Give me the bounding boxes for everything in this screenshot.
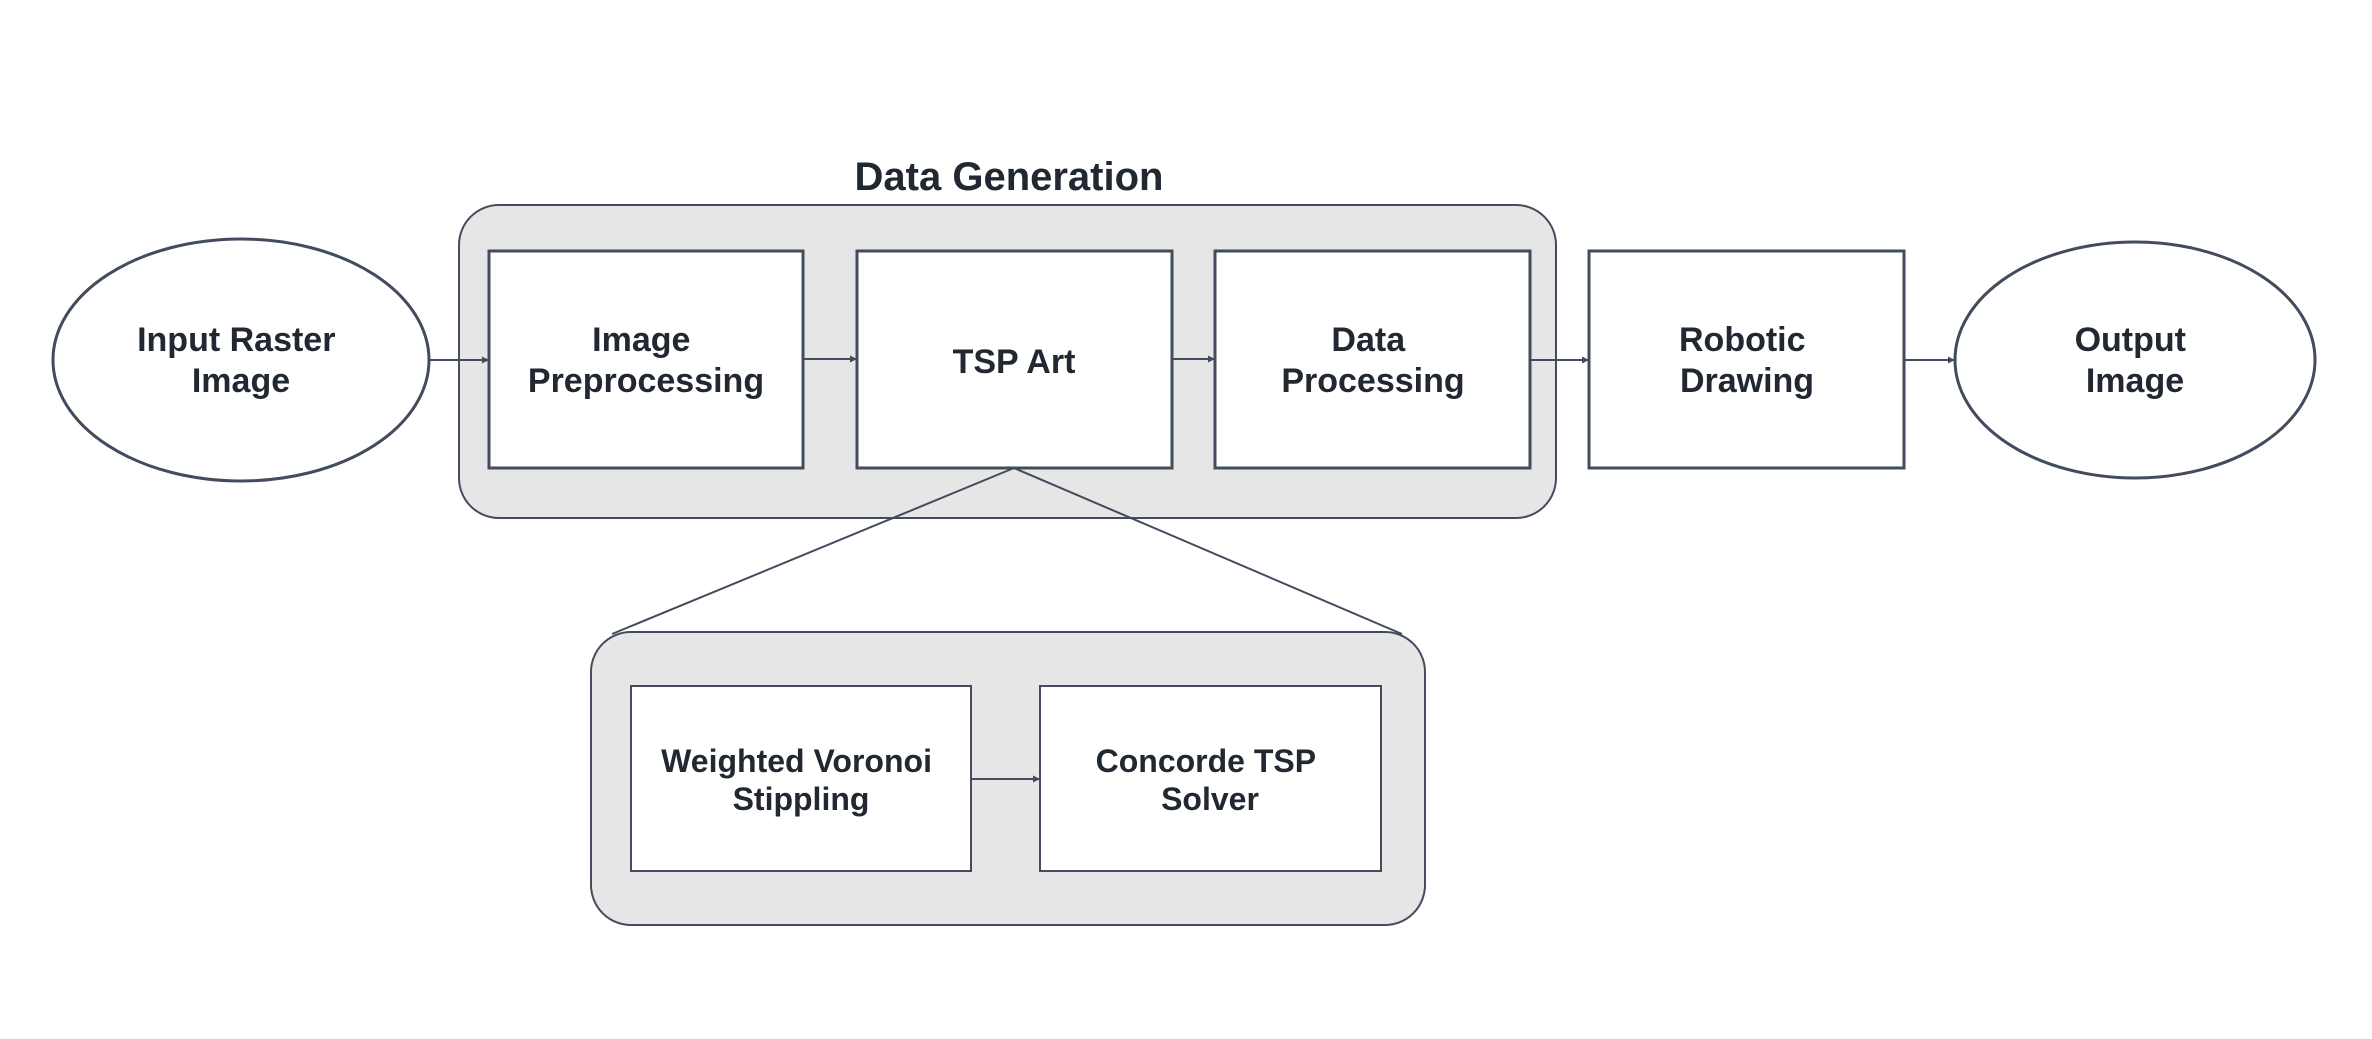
- zoom-line-left: [611, 467, 1015, 635]
- preprocessing-label-line1: Image: [592, 321, 690, 359]
- output-label-line1: Output: [2075, 321, 2186, 359]
- input-label-line1: Input Raster: [137, 321, 335, 359]
- preprocessing-label-line2: Preprocessing: [528, 362, 764, 400]
- concorde-label-line1: Concorde TSP: [1096, 743, 1316, 779]
- data-processing-node: Data Processing: [1213, 249, 1532, 470]
- concorde-tsp-solver-node: Concorde TSP Solver: [1039, 685, 1382, 872]
- svg-text:Output Image: Output Image: [2075, 321, 2196, 400]
- svg-text:Input Raster Image: Input Raster Image: [137, 321, 345, 400]
- robotic-drawing-label-line1: Robotic: [1679, 321, 1806, 359]
- svg-text:Data Processing: Data Processing: [1281, 321, 1464, 400]
- stippling-label-line1: Weighted Voronoi: [661, 743, 932, 779]
- input-label-line2: Image: [192, 362, 290, 400]
- tsp-art-label: TSP Art: [953, 343, 1076, 381]
- robotic-drawing-node: Robotic Drawing: [1587, 249, 1906, 470]
- svg-text:Robotic Drawing: Robotic Drawing: [1679, 321, 1815, 400]
- output-image-node: Output Image: [1953, 240, 2317, 480]
- output-label-line2: Image: [2086, 362, 2184, 400]
- svg-text:Weighted Voronoi Stippli: Weighted Voronoi Stippling: [661, 743, 941, 817]
- data-processing-label-line2: Processing: [1281, 362, 1464, 400]
- zoom-line-right: [1013, 467, 1403, 635]
- svg-text:Concorde TSP Solver: Concorde TSP Solver: [1096, 743, 1325, 817]
- tsp-art-node: TSP Art: [855, 249, 1174, 470]
- input-raster-image-node: Input Raster Image: [51, 237, 431, 483]
- image-preprocessing-node: Image Preprocessing: [487, 249, 805, 470]
- data-processing-label-line1: Data: [1331, 321, 1406, 359]
- weighted-voronoi-stippling-node: Weighted Voronoi Stippling: [630, 685, 972, 872]
- data-generation-title: Data Generation: [855, 155, 1164, 199]
- svg-text:Image Preprocessing: Image Preprocessing: [528, 321, 764, 400]
- concorde-label-line2: Solver: [1161, 781, 1259, 817]
- stippling-label-line2: Stippling: [733, 781, 870, 817]
- robotic-drawing-label-line2: Drawing: [1680, 362, 1814, 400]
